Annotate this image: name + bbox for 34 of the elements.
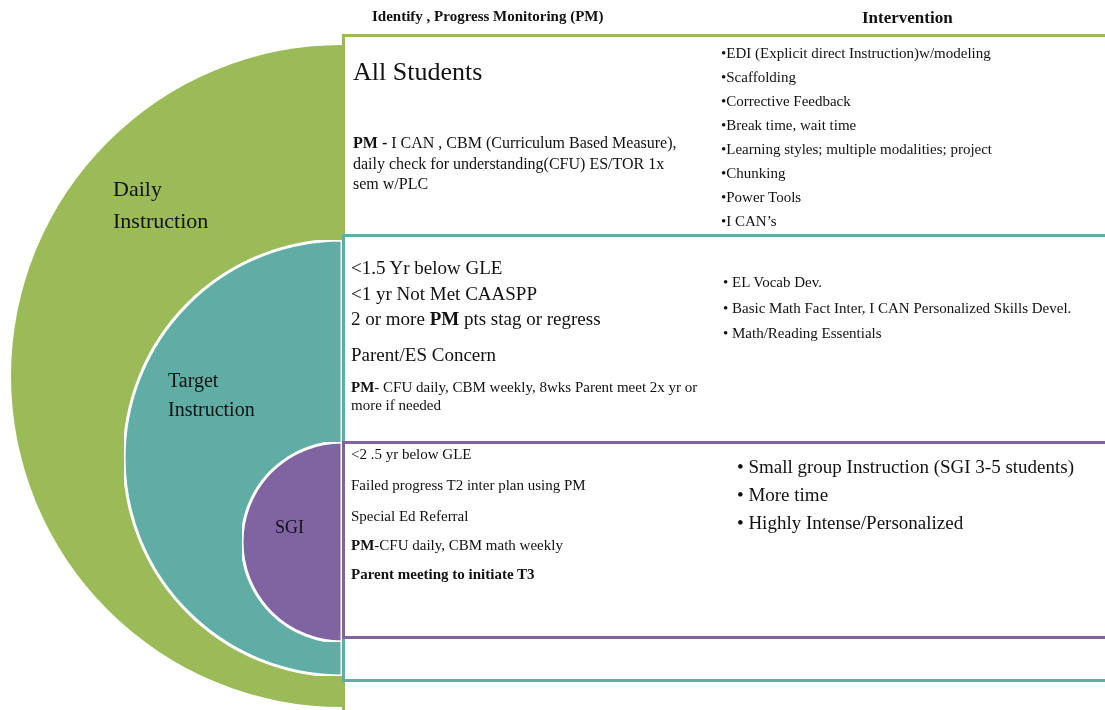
tier-label: Daily Instruction	[113, 175, 210, 235]
bullet-item: •Learning styles; multiple modalities; project	[721, 140, 994, 159]
text-line: PM-CFU daily, CBM math weekly	[351, 537, 564, 554]
bullet-item: • Math/Reading Essentials	[723, 324, 883, 343]
bullet-item: •Chunking	[721, 164, 787, 183]
tier-panel	[342, 441, 1105, 639]
bullet-item: • Basic Math Fact Inter, I CAN Personalized Skills Devel.	[723, 298, 1073, 318]
bullet-item: • EL Vocab Dev.	[723, 273, 823, 292]
bullet-item: •I CAN’s	[721, 212, 778, 231]
tier-panel	[342, 234, 1105, 682]
text-line: Special Ed Referral	[351, 507, 470, 526]
text-line: <2 .5 yr below GLE	[351, 445, 473, 464]
text-line: Failed progress T2 inter plan using PM	[351, 476, 587, 495]
bullet-item: •Corrective Feedback	[721, 92, 852, 111]
tier-label: Target Instruction	[168, 368, 256, 422]
text-line: PM - I CAN , CBM (Curriculum Based Measure), daily check for understanding(CFU) ES/TOR 1x sem w/PLC	[353, 132, 678, 195]
text-line: <1.5 Yr below GLE	[351, 256, 504, 280]
bullet-item: • Highly Intense/Personalized	[737, 511, 965, 534]
text-line: Parent meeting to initiate T3	[351, 564, 536, 584]
bullet-item: •Power Tools	[721, 188, 803, 207]
bullet-item: •EDI (Explicit direct Instruction)w/modeling	[721, 44, 992, 63]
bullet-item: • More time	[737, 483, 830, 506]
text-line: Parent/ES Concern	[351, 342, 498, 367]
bullet-item: •Break time, wait time	[721, 116, 858, 135]
bullet-item: •Scaffolding	[721, 68, 797, 87]
text-line: 2 or more PM pts stag or regress	[351, 307, 602, 332]
text-line: <1 yr Not Met CAASPP	[351, 281, 538, 306]
column-header: Intervention	[862, 8, 953, 28]
tier-panel	[342, 34, 1105, 710]
bullet-item: • Small group Instruction (SGI 3-5 students)	[737, 456, 1075, 478]
text-line: PM- CFU daily, CBM weekly, 8wks Parent meet 2x yr or more if needed	[351, 377, 699, 414]
column-header: Identify , Progress Monitoring (PM)	[372, 8, 604, 25]
tier-label: SGI	[275, 516, 305, 539]
heading: All Students	[353, 56, 484, 88]
